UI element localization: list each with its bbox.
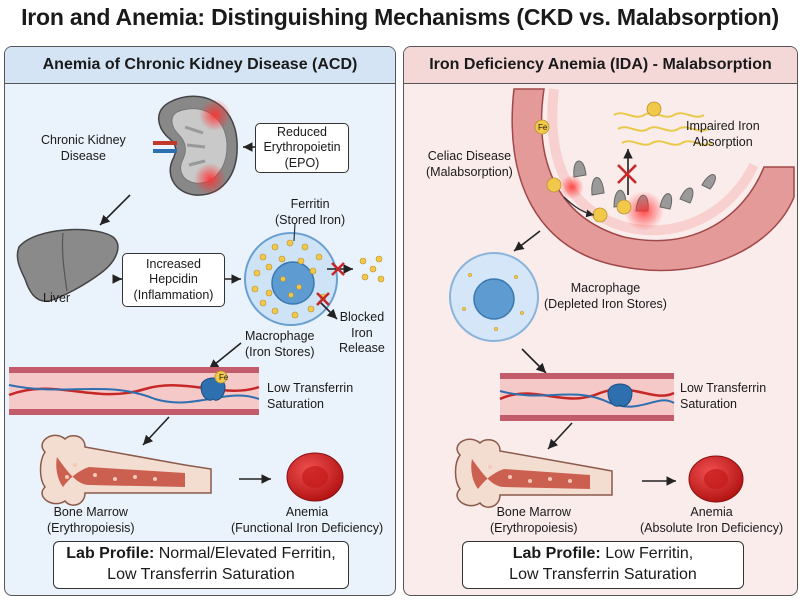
fe-label: Fe: [219, 373, 229, 382]
lab-profile-box: Lab Profile: Normal/Elevated Ferritin, L…: [53, 541, 349, 589]
absorbed-iron-fibers: [613, 112, 713, 146]
celiac-label: Celiac Disease(Malabsorption): [426, 149, 513, 179]
macrophage-label: Macrophage(Iron Stores): [245, 329, 315, 359]
fe-label: Fe: [538, 123, 548, 132]
free-iron-dots: [359, 255, 385, 283]
macrophage-iron-stores: [244, 232, 338, 326]
lab-profile-box: Lab Profile: Low Ferritin, Low Transferr…: [462, 541, 744, 589]
acd-illustration: [8, 95, 385, 506]
blocked-release-x-icon-2: [316, 292, 330, 306]
transferrin-icon: [607, 383, 633, 407]
ida-panel-header: Iron Deficiency Anemia (IDA) - Malabsorp…: [404, 47, 797, 84]
transferrin-icon: [200, 370, 228, 401]
red-blood-cell-icon: [688, 455, 744, 503]
acd-panel: Anemia of Chronic Kidney Disease (ACD): [4, 46, 396, 596]
acd-panel-header: Anemia of Chronic Kidney Disease (ACD): [5, 47, 395, 84]
liver-icon: [16, 228, 119, 302]
anemia-label: Anemia(Absolute Iron Deficiency): [640, 505, 784, 535]
lab-profile-title: Lab Profile:: [512, 545, 601, 563]
bone-marrow-label: Bone Marrow(Erythropoiesis): [47, 505, 135, 535]
lab-profile-line2: Low Transferrin Saturation: [509, 566, 697, 583]
blood-vessel: [499, 373, 675, 421]
red-blood-cell-icon: [286, 452, 344, 502]
blocked-release-x-icon: [331, 262, 345, 276]
diagram-title: Iron and Anemia: Distinguishing Mechanis…: [21, 4, 779, 30]
kidney-icon: [153, 95, 238, 196]
intestine-icon: [511, 88, 795, 272]
ida-panel: Iron Deficiency Anemia (IDA) - Malabsorp…: [403, 46, 798, 596]
lab-profile-line1: Normal/Elevated Ferritin,: [158, 545, 336, 563]
anemia-label: Anemia(Functional Iron Deficiency): [231, 505, 384, 535]
ferritin-label: Ferritin(Stored Iron): [275, 197, 346, 227]
macrophage-depleted-stores: [449, 252, 539, 342]
lab-profile-line1: Low Ferritin,: [605, 545, 694, 563]
lab-profile-title: Lab Profile:: [66, 545, 155, 563]
impaired-absorption-x-icon: [617, 164, 637, 184]
bone-marrow-icon: [39, 434, 212, 506]
ida-illustration: [449, 88, 795, 508]
macrophage-label: Macrophage(Depleted Iron Stores): [544, 281, 667, 311]
liver-label: Liver: [43, 291, 71, 305]
lab-profile-line2: Low Transferrin Saturation: [107, 566, 295, 583]
bone-marrow-label: Bone Marrow(Erythropoiesis): [490, 505, 578, 535]
bone-marrow-icon: [454, 438, 613, 508]
